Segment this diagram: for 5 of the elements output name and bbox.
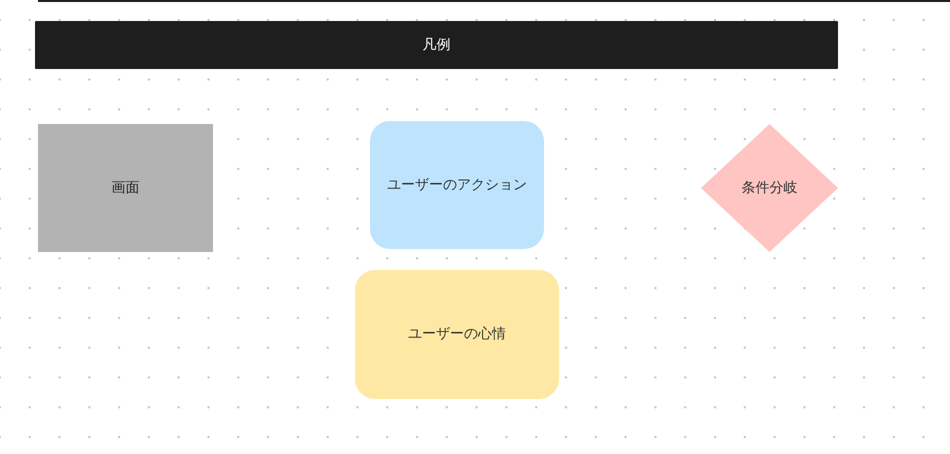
legend-header-bar: 凡例 bbox=[35, 21, 838, 69]
screen-box: 画面 bbox=[38, 124, 213, 252]
decision-diamond: 条件分岐 bbox=[701, 124, 838, 252]
emotion-box: ユーザーの心情 bbox=[355, 270, 559, 399]
action-box: ユーザーのアクション bbox=[370, 121, 544, 249]
